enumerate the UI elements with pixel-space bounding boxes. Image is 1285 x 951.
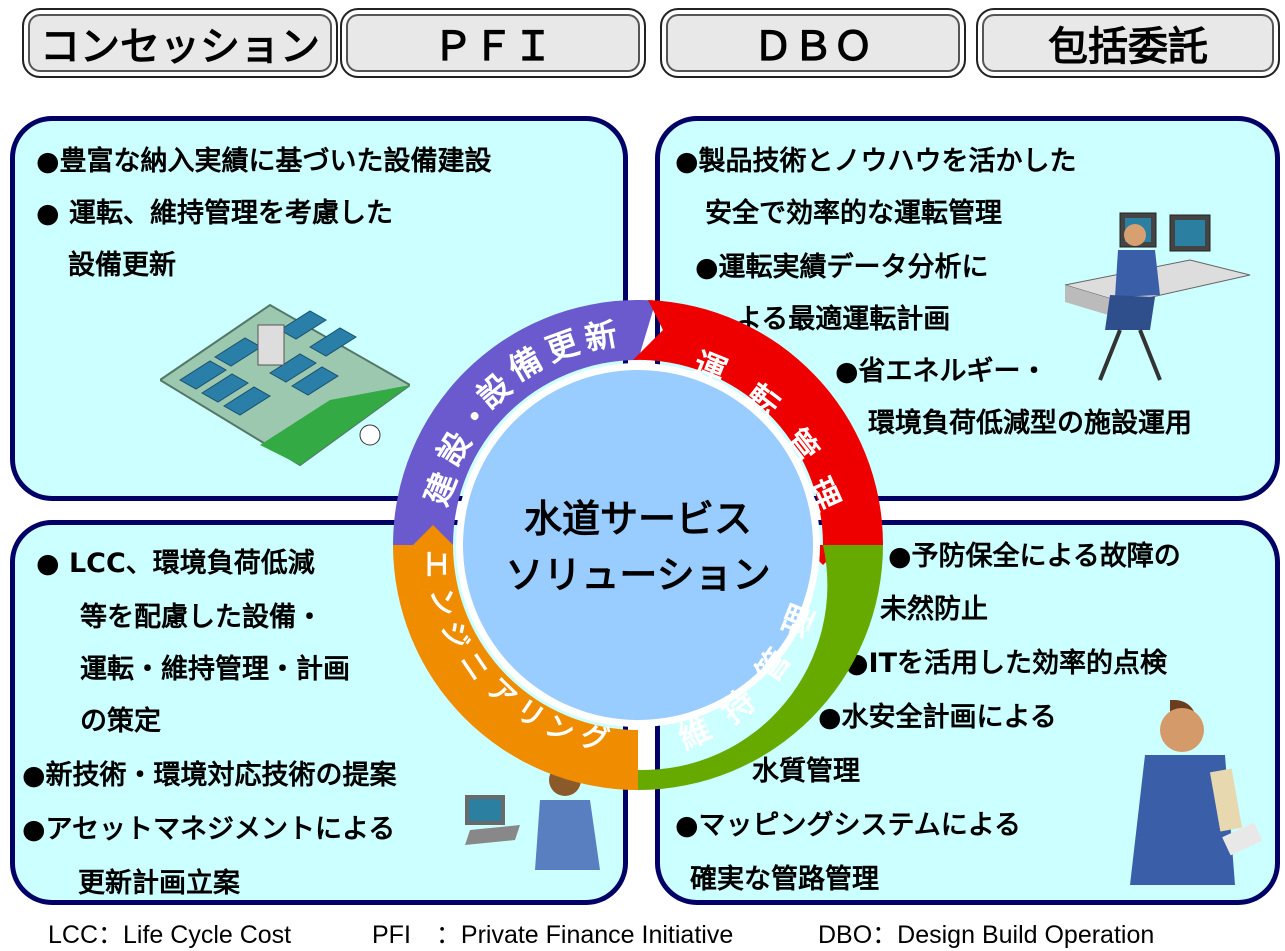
footer-pfi: PFI ：Private Finance Initiative (372, 921, 734, 949)
ring-segment-engineering (393, 525, 638, 790)
engineering-text-2: 等を配慮した設備・ (80, 602, 323, 633)
ring-label-engineering-1: ン (424, 585, 461, 618)
center-title-line1: 水道サービス (524, 497, 752, 541)
maintenance-text-3: ●ITを活用した効率的点検 (845, 648, 1168, 679)
construction-text-2: ● 運転、維持管理を考慮した (36, 198, 393, 229)
engineering-text-3: 運転・維持管理・計画 (80, 654, 350, 685)
ring-segment-operation (633, 300, 883, 565)
construction-text-3: 設備更新 (68, 250, 176, 281)
footer-lcc: LCC：Life Cycle Cost (48, 921, 292, 949)
operation-text-3: ●運転実績データ分析に (695, 252, 989, 283)
maintenance-text-5: 水質管理 (752, 756, 860, 787)
engineering-text-7: 更新計画立案 (78, 868, 240, 899)
footer-dbo: DBO：Design Build Operation (818, 921, 1155, 949)
engineering-text-6: ●アセットマネジメントによる (22, 814, 396, 845)
construction-text-1: ●豊富な納入実績に基づいた設備建設 (36, 146, 492, 177)
tab-label: コンセッション (40, 24, 320, 70)
maintenance-text-2: 未然防止 (880, 594, 988, 625)
ring-segment-construction (393, 300, 656, 545)
center-title-line2: ソリューション (505, 553, 770, 597)
operation-text-6: 環境負荷低減型の施設運用 (868, 408, 1192, 439)
tab-comprehensive: 包括委託 (976, 8, 1280, 78)
ring-label-construction-6: 新 (582, 315, 620, 358)
laptop-user-illustration (465, 764, 600, 870)
operation-text-2: 安全で効率的な運転管理 (705, 198, 1002, 229)
tab-label: 包括委託 (1048, 24, 1208, 70)
engineering-text-1: ● LCC、環境負荷低減 (36, 548, 315, 579)
tab-pfi: ＰＦＩ (340, 8, 646, 78)
engineering-text-5: ●新技術・環境対応技術の提案 (22, 760, 397, 791)
tab-label: ＰＦＩ (433, 24, 553, 70)
solution-ring: 建 設 ・ 設 備 更 新 運 転 管 理 維 持 管 理 エ ン ジ ニ ア … (393, 300, 883, 790)
tab-concession: コンセッション (22, 8, 338, 78)
worker-illustration (1130, 700, 1263, 885)
maintenance-text-1: ●予防保全による故障の (888, 541, 1181, 572)
operation-text-4: よる最適運転計画 (735, 304, 951, 335)
operation-text-5: ●省エネルギー・ (835, 356, 1048, 387)
operation-text-1: ●製品技術とノウハウを活かした (675, 146, 1077, 177)
tab-label: ＤＢＯ (753, 24, 873, 70)
ring-segment-maintenance (618, 545, 883, 790)
maintenance-text-6: ●マッピングシステムによる (675, 810, 1021, 841)
maintenance-text-4: ●水安全計画による (818, 702, 1057, 733)
tab-dbo: ＤＢＯ (660, 8, 966, 78)
maintenance-text-7: 確実な管路管理 (690, 864, 879, 895)
engineering-text-4: の策定 (80, 706, 161, 737)
ring-label-engineering-0: エ (420, 550, 453, 578)
operator-illustration (1064, 212, 1251, 381)
plant-illustration (160, 303, 410, 467)
